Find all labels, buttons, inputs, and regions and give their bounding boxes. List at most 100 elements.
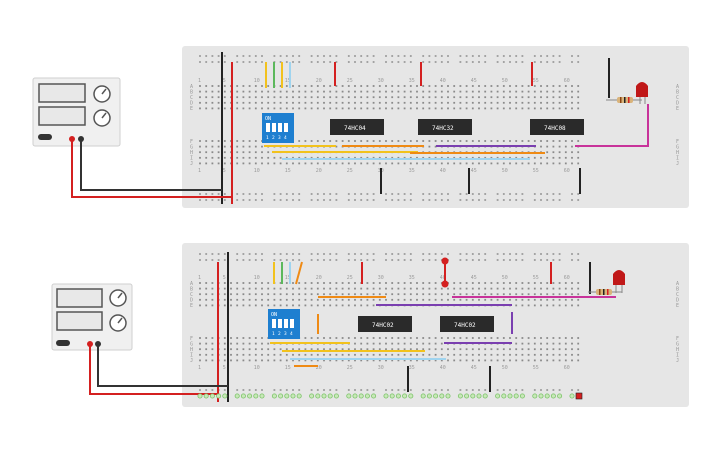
breadboard-hole	[385, 293, 387, 296]
breadboard-hole	[397, 107, 400, 110]
breadboard-hole	[397, 389, 400, 391]
breadboard-hole	[372, 298, 375, 301]
chip-bottom-1[interactable]: 74HC02	[358, 316, 412, 332]
chip-top-3[interactable]: 74HC08	[530, 119, 584, 135]
breadboard-hole	[496, 55, 499, 57]
breadboard-hole	[248, 151, 251, 154]
breadboard-hole	[552, 145, 555, 148]
breadboard-hole	[236, 140, 239, 142]
breadboard-hole	[236, 61, 239, 63]
column-number: 55	[533, 365, 539, 371]
breadboard-hole	[428, 298, 431, 301]
breadboard-hole	[360, 342, 363, 345]
breadboard-hole	[515, 259, 518, 261]
column-number: 20	[316, 275, 322, 281]
breadboard-hole	[577, 101, 580, 104]
row-letter: H	[190, 150, 193, 156]
breadboard-hole	[509, 293, 511, 296]
dip-switch-bottom[interactable]: ON 1 2 3 4	[268, 309, 300, 339]
breadboard-hole	[285, 359, 288, 362]
breadboard-hole	[533, 156, 536, 159]
breadboard-hole	[540, 61, 542, 63]
breadboard-hole	[471, 199, 474, 201]
dip-switch-top[interactable]: ON 1 2 3 4	[262, 113, 294, 143]
breadboard-hole	[509, 287, 511, 290]
breadboard-hole	[298, 389, 301, 391]
breadboard-hole	[546, 85, 549, 87]
breadboard-hole	[403, 162, 406, 165]
column-number: 60	[564, 275, 570, 281]
breadboard-hole	[403, 253, 406, 255]
rail-hole-active	[495, 393, 501, 399]
breadboard-hole	[496, 96, 499, 99]
breadboard-hole	[422, 253, 425, 255]
dip-switch-num-2: 2	[272, 135, 275, 141]
breadboard-hole	[385, 337, 387, 339]
row-letter: C	[676, 292, 679, 298]
breadboard-hole	[341, 101, 344, 104]
breadboard-hole	[571, 293, 573, 296]
breadboard-hole	[546, 389, 549, 391]
breadboard-hole	[316, 199, 319, 201]
breadboard-hole	[230, 287, 232, 290]
chip-top-2[interactable]: 74HC32	[418, 119, 472, 135]
breadboard-hole	[298, 282, 301, 284]
psu-power-switch[interactable]	[56, 340, 70, 346]
breadboard-hole	[533, 342, 536, 345]
breadboard-hole	[484, 287, 487, 290]
chip-top-1[interactable]: 74HC04	[330, 119, 384, 135]
breadboard-hole	[366, 107, 369, 110]
breadboard-hole	[509, 359, 511, 362]
breadboard-hole	[366, 85, 369, 87]
breadboard-hole	[403, 90, 406, 93]
breadboard-hole	[478, 55, 480, 57]
breadboard-hole	[236, 353, 239, 356]
psu-power-switch[interactable]	[38, 134, 52, 140]
breadboard-hole	[502, 61, 505, 63]
column-number: 55	[533, 78, 539, 84]
breadboard-hole	[558, 259, 561, 261]
breadboard-hole	[564, 304, 567, 307]
breadboard-hole	[540, 199, 542, 201]
breadboard-hole	[428, 90, 431, 93]
breadboard-hole	[279, 107, 282, 110]
breadboard-hole	[199, 199, 201, 201]
rail-hole-active	[408, 393, 414, 399]
breadboard-hole	[428, 55, 431, 57]
breadboard-hole	[347, 61, 350, 63]
breadboard-hole	[211, 85, 214, 87]
breadboard-hole	[211, 151, 214, 154]
breadboard-hole	[552, 107, 555, 110]
column-number: 30	[378, 275, 384, 281]
breadboard-hole	[484, 193, 487, 195]
breadboard-hole	[261, 90, 263, 93]
breadboard-hole	[254, 293, 257, 296]
breadboard-hole	[310, 199, 313, 201]
breadboard-hole	[502, 353, 505, 356]
breadboard-hole	[558, 353, 561, 356]
breadboard-hole	[546, 293, 549, 296]
breadboard-hole	[502, 193, 505, 195]
breadboard-hole	[372, 156, 375, 159]
breadboard-hole	[217, 85, 220, 87]
breadboard-hole	[292, 55, 294, 57]
rail-hole-active	[216, 393, 222, 399]
breadboard-hole	[546, 337, 549, 339]
resistor-top	[606, 97, 642, 103]
breadboard-hole	[211, 359, 214, 362]
breadboard-hole	[540, 90, 542, 93]
breadboard-hole	[571, 253, 573, 255]
breadboard-hole	[347, 193, 350, 195]
column-number: 15	[285, 365, 291, 371]
breadboard-hole	[329, 156, 332, 159]
breadboard-hole	[571, 287, 573, 290]
breadboard-hole	[490, 156, 493, 159]
rail-hole-active	[395, 393, 401, 399]
breadboard-hole	[385, 140, 387, 142]
breadboard-hole	[205, 156, 208, 159]
chip-bottom-2[interactable]: 74HC02	[440, 316, 494, 332]
breadboard-hole	[211, 253, 214, 255]
breadboard-hole	[552, 96, 555, 99]
breadboard-hole	[285, 298, 288, 301]
